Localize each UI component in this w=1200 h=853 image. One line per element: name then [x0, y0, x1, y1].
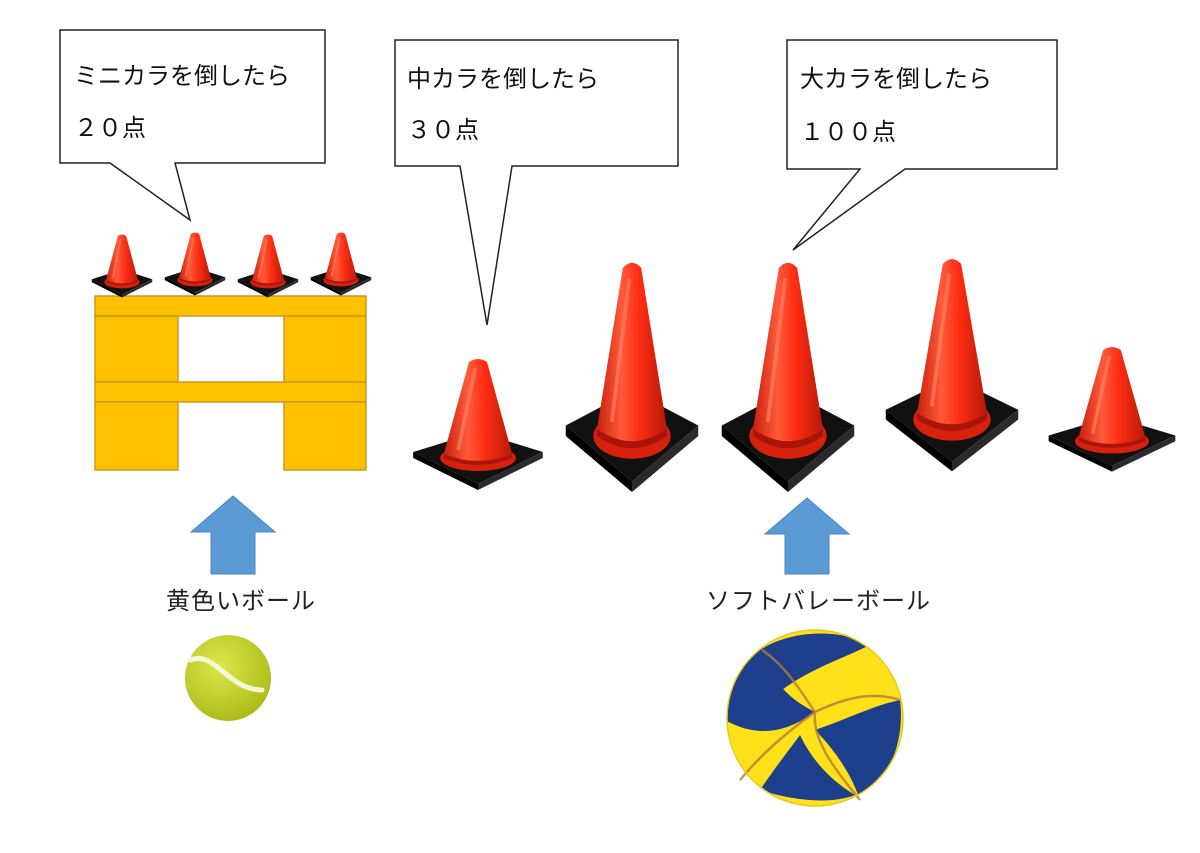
- cone-stand: [94, 295, 367, 471]
- callout-bubble-medium: [394, 39, 679, 326]
- up-arrow-icon: [189, 495, 277, 575]
- volleyball-label: ソフトバレーボール: [706, 587, 931, 615]
- callout-bubble-mini: [59, 29, 326, 222]
- callout-medium-condition: 中カラを倒したら: [407, 65, 599, 93]
- callout-mini-condition: ミニカラを倒したら: [74, 62, 290, 90]
- tennis-ball-icon: [185, 635, 271, 721]
- callout-mini-points: ２０点: [74, 114, 146, 142]
- callout-bubble-large: [786, 39, 1058, 251]
- mini-cone-icon: [236, 233, 300, 299]
- medium-cone-icon: [411, 357, 545, 492]
- callout-medium-points: ３０点: [407, 116, 479, 144]
- mini-cone-icon: [309, 231, 373, 297]
- mini-cone-icon: [90, 233, 154, 299]
- mini-cone-icon: [163, 231, 227, 297]
- large-cone-icon: [566, 263, 698, 492]
- callout-large-points: １００点: [800, 118, 896, 146]
- tennis-ball-label: 黄色いボール: [166, 587, 316, 615]
- callout-large-condition: 大カラを倒したら: [800, 65, 992, 93]
- medium-cone-icon: [1046, 345, 1178, 474]
- up-arrow-icon: [763, 497, 851, 575]
- large-cone-icon: [722, 263, 854, 492]
- volleyball-icon: [726, 629, 904, 807]
- large-cone-icon: [886, 259, 1018, 471]
